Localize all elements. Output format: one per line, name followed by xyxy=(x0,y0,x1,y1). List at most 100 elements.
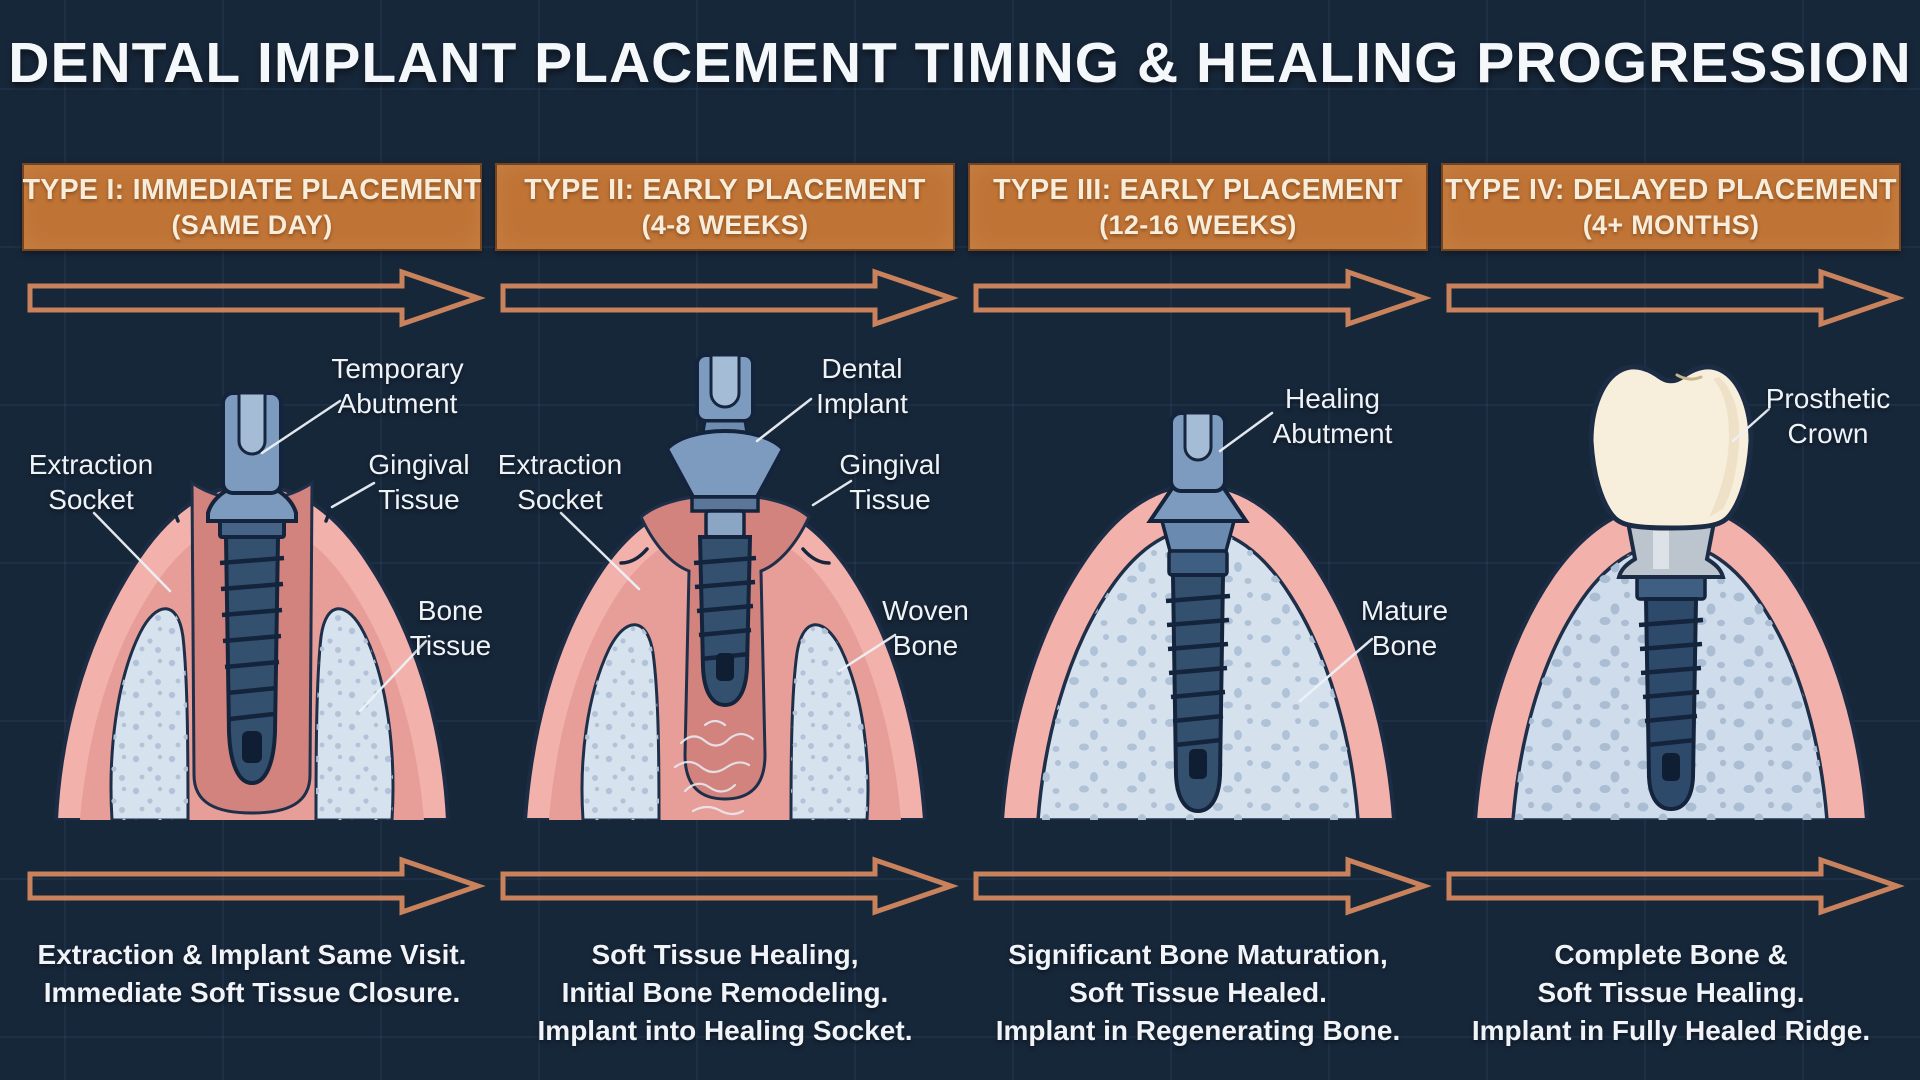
stage1-illustration-panel: Temporary Abutment Extraction Socket Gin… xyxy=(22,335,491,820)
label-line: Socket xyxy=(48,484,134,515)
label-bone-tissue: Bone Tissue xyxy=(378,593,523,663)
label-line: Bone xyxy=(417,595,484,626)
timeline-arrow-icon xyxy=(973,268,1432,328)
caption-line: Immediate Soft Tissue Closure. xyxy=(43,977,461,1008)
screw-tip-slot xyxy=(716,653,734,681)
timeline-arrow-icon xyxy=(27,268,486,328)
leader-dental-implant xyxy=(755,397,813,443)
label-line: Prosthetic xyxy=(1765,383,1891,414)
leader-bone-tissue xyxy=(358,639,428,713)
label-line: Dental xyxy=(821,353,903,384)
label-line: Tissue xyxy=(378,484,460,515)
label-line: Extraction xyxy=(497,449,623,480)
implant-screw xyxy=(218,517,286,786)
bone-lobe-left-speckles xyxy=(111,608,188,820)
caption-line: Implant into Healing Socket. xyxy=(537,1015,913,1046)
abutment-slot-highlight xyxy=(237,391,267,456)
stage-column-1: TYPE I: IMMEDIATE PLACEMENT (SAME DAY) xyxy=(22,0,491,1080)
stage4-jaw-illustration xyxy=(1472,364,1870,820)
timeline-arrow-icon xyxy=(27,856,486,916)
stage4-header-subtitle: (4+ MONTHS) xyxy=(1582,210,1760,240)
leader-extraction-socket xyxy=(559,511,641,591)
timeline-arrow-icon xyxy=(1446,268,1905,328)
leader-prosthetic-crown xyxy=(1731,407,1771,443)
crown-shading xyxy=(1709,377,1740,517)
caption-line: Complete Bone & xyxy=(1554,939,1788,970)
screw-threads xyxy=(1638,617,1704,748)
caption-line: Extraction & Implant Same Visit. xyxy=(37,939,467,970)
stage-column-4: TYPE IV: DELAYED PLACEMENT (4+ MONTHS) xyxy=(1441,0,1905,1080)
label-prosthetic-crown: Prosthetic Crown xyxy=(1749,381,1907,451)
leader-lines xyxy=(559,397,897,673)
stage-column-3: TYPE III: EARLY PLACEMENT (12-16 WEEKS) xyxy=(968,0,1448,1080)
label-line: Gingival xyxy=(839,449,941,480)
screw-tip-slot xyxy=(1662,753,1680,781)
label-line: Bone xyxy=(892,630,959,661)
temporary-abutment-shape xyxy=(206,391,298,523)
woven-bone-texture xyxy=(673,719,755,816)
stage-column-2: TYPE II: EARLY PLACEMENT (4-8 WEEKS) xyxy=(495,0,969,1080)
timeline-arrow-icon xyxy=(500,856,959,916)
implant-screw xyxy=(1635,573,1707,812)
timeline-arrow-icon xyxy=(973,856,1432,916)
stage3-header-subtitle: (12-16 WEEKS) xyxy=(1099,210,1297,240)
leader-temporary-abutment xyxy=(260,399,342,455)
dental-implant-floating xyxy=(664,353,786,708)
stage1-header-bar: TYPE I: IMMEDIATE PLACEMENT (SAME DAY) xyxy=(22,163,482,251)
leader-mature-bone xyxy=(1298,637,1374,703)
page-title: DENTAL IMPLANT PLACEMENT TIMING & HEALIN… xyxy=(8,31,1912,95)
label-mature-bone: Mature Bone xyxy=(1332,593,1477,663)
stage1-header-title: TYPE I: IMMEDIATE PLACEMENT xyxy=(22,174,482,206)
label-line: Gingival xyxy=(368,449,470,480)
leader-gingival-tissue xyxy=(811,479,853,507)
label-line: Bone xyxy=(1371,630,1438,661)
stage3-header-bar: TYPE III: EARLY PLACEMENT (12-16 WEEKS) xyxy=(968,163,1428,251)
caption-line: Soft Tissue Healed. xyxy=(1069,977,1327,1008)
stage3-caption: Significant Bone Maturation, Soft Tissue… xyxy=(968,936,1428,1050)
screw-threads xyxy=(693,555,757,662)
leader-lines xyxy=(1218,411,1374,703)
crown-abutment-shape xyxy=(1616,515,1726,579)
bone-lobe-left-speckles xyxy=(582,624,659,820)
leader-lines xyxy=(92,399,428,713)
stage2-illustration-panel: Dental Implant Extraction Socket Gingiva… xyxy=(495,335,969,820)
label-line: Temporary xyxy=(331,353,464,384)
stage2-jaw-illustration xyxy=(522,353,928,820)
caption-line: Significant Bone Maturation, xyxy=(1008,939,1388,970)
label-line: Woven xyxy=(882,595,969,626)
abutment-slot-highlight xyxy=(1183,411,1213,462)
label-line: Crown xyxy=(1787,418,1869,449)
screw-threads xyxy=(1165,593,1231,748)
stage1-jaw-illustration xyxy=(53,391,451,820)
label-gingival-tissue: Gingival Tissue xyxy=(815,447,965,517)
leader-woven-bone xyxy=(837,633,897,673)
label-healing-abutment: Healing Abutment xyxy=(1250,381,1415,451)
stage2-header-bar: TYPE II: EARLY PLACEMENT (4-8 WEEKS) xyxy=(495,163,955,251)
stage3-jaw-illustration xyxy=(999,411,1397,820)
label-dental-implant: Dental Implant xyxy=(787,351,937,421)
gingiva-relief-marks xyxy=(609,523,841,565)
label-line: Socket xyxy=(517,484,603,515)
label-line: Mature xyxy=(1360,595,1449,626)
stage4-header-bar: TYPE IV: DELAYED PLACEMENT (4+ MONTHS) xyxy=(1441,163,1901,251)
caption-line: Initial Bone Remodeling. xyxy=(561,977,889,1008)
stage3-header-title: TYPE III: EARLY PLACEMENT xyxy=(993,174,1403,206)
stage4-caption: Complete Bone & Soft Tissue Healing. Imp… xyxy=(1441,936,1901,1050)
stage1-header-subtitle: (SAME DAY) xyxy=(171,210,333,240)
bone-lobe-right-speckles xyxy=(791,624,868,820)
caption-line: Soft Tissue Healing, xyxy=(591,939,859,970)
timeline-arrow-icon xyxy=(1446,856,1905,916)
leader-gingival-tissue xyxy=(330,481,376,509)
stage2-header-subtitle: (4-8 WEEKS) xyxy=(641,210,809,240)
caption-line: Soft Tissue Healing. xyxy=(1537,977,1805,1008)
label-line: Abutment xyxy=(337,388,458,419)
leader-lines xyxy=(1731,407,1771,443)
stage1-caption: Extraction & Implant Same Visit. Immedia… xyxy=(22,936,482,1012)
label-line: Tissue xyxy=(409,630,492,661)
bone-lobe-right-speckles xyxy=(316,608,393,820)
screw-tip-slot xyxy=(242,731,262,763)
implant-screw xyxy=(1159,519,1237,814)
screw-threads xyxy=(219,555,285,722)
label-woven-bone: Woven Bone xyxy=(853,593,998,663)
